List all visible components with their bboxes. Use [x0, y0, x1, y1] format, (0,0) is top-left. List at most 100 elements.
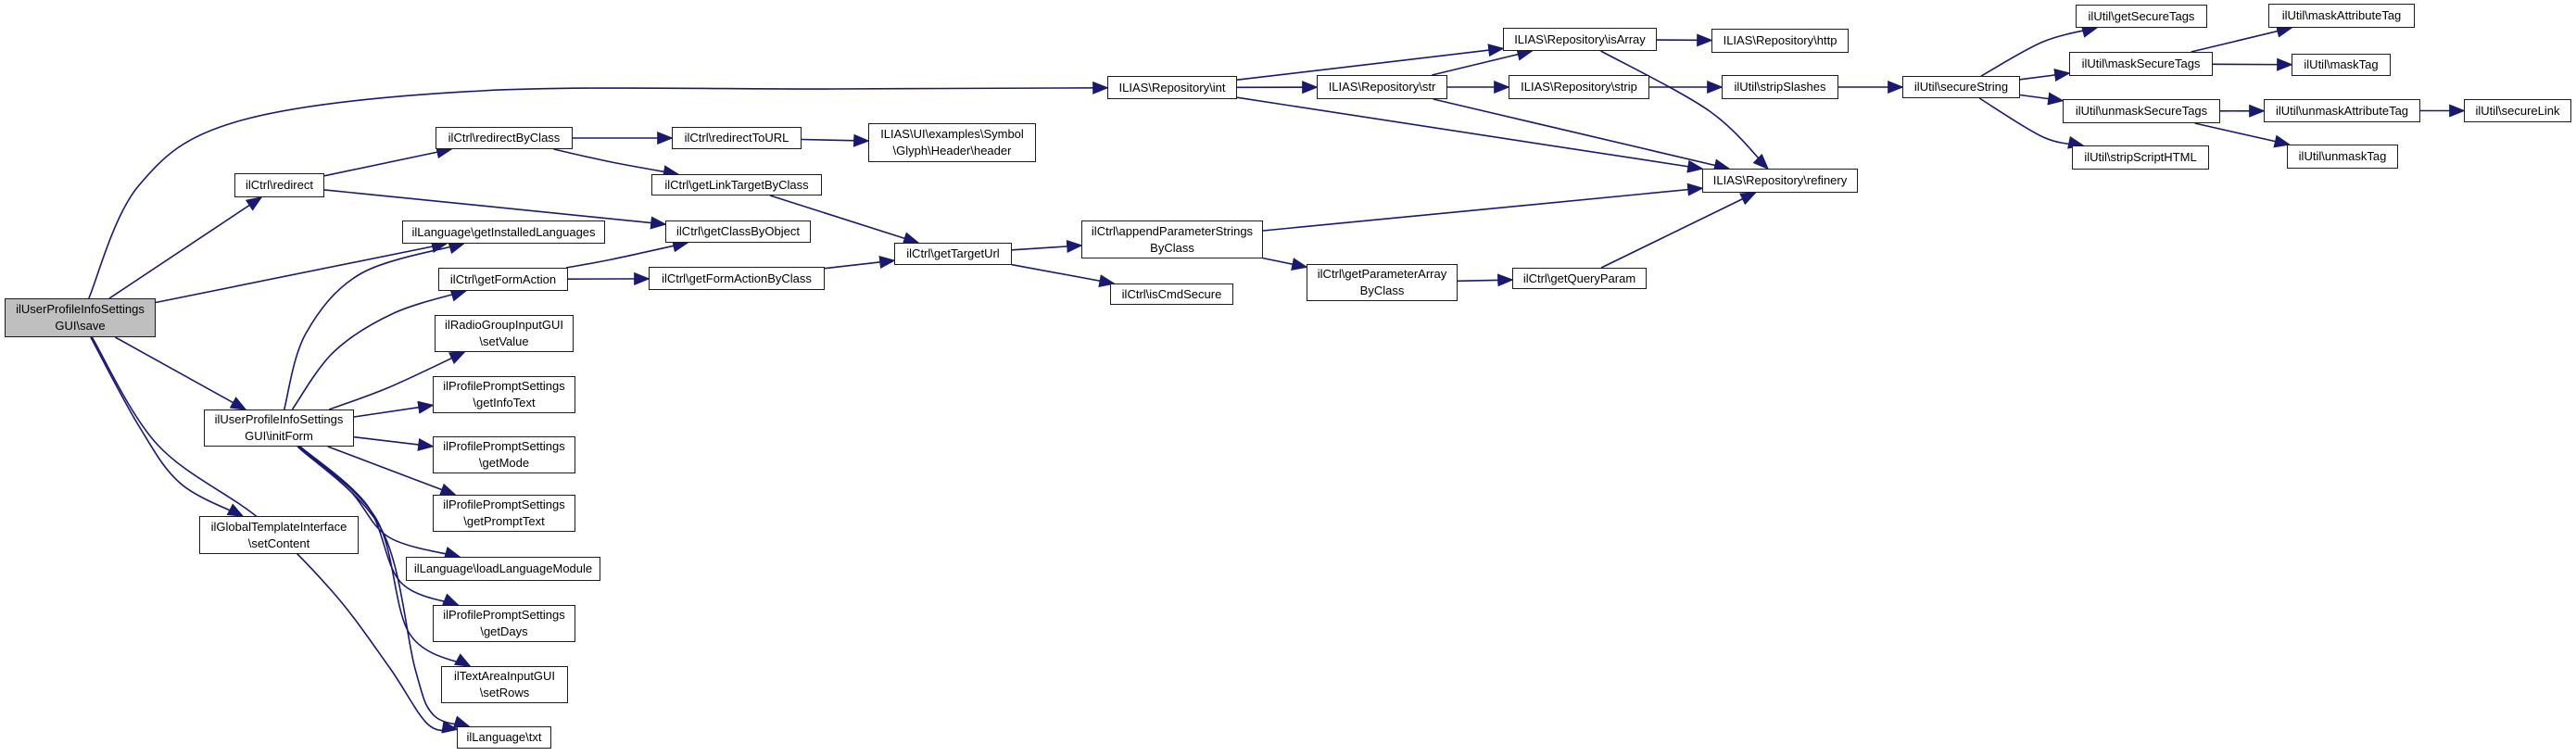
- edge-secureString-to-getSecureTags: [1980, 25, 2099, 77]
- node-maskSecureTags[interactable]: ilUtil\maskSecureTags: [2069, 52, 2213, 76]
- node-setRows[interactable]: ilTextAreaInputGUI\setRows: [441, 666, 568, 703]
- node-label: ilCtrl\getQueryParam: [1522, 271, 1636, 285]
- node-stripScriptHTML[interactable]: ilUtil\stripScriptHTML: [2072, 145, 2209, 170]
- node-getLinkTargetByClass[interactable]: ilCtrl\getLinkTargetByClass: [651, 174, 822, 195]
- node-label: ilCtrl\getParameterArray: [1317, 267, 1447, 281]
- node-getTargetUrl[interactable]: ilCtrl\getTargetUrl: [894, 243, 1012, 265]
- edge-initForm-to-getDays: [299, 446, 460, 606]
- edge-secureString-to-maskSecureTags: [2019, 69, 2071, 82]
- node-label: ilCtrl\redirectByClass: [448, 131, 561, 145]
- node-getFormActionByClass[interactable]: ilCtrl\getFormActionByClass: [649, 267, 825, 290]
- node-loadLanguageModule[interactable]: ilLanguage\loadLanguageModule: [406, 557, 600, 581]
- node-setValue[interactable]: ilRadioGroupInputGUI\setValue: [435, 315, 574, 352]
- node-getPromptText[interactable]: ilProfilePromptSettings\getPromptText: [433, 495, 575, 532]
- edge-initForm-to-setRows: [297, 446, 472, 667]
- node-int[interactable]: ILIAS\Repository\int: [1107, 76, 1237, 99]
- edge-save-to-txt: [91, 336, 459, 734]
- node-label: ilCtrl\getClassByObject: [676, 224, 800, 238]
- edge-getParameterArrayByClass-to-getQueryParam: [1457, 273, 1514, 287]
- node-label: ByClass: [1150, 240, 1194, 255]
- node-getFormAction[interactable]: ilCtrl\getFormAction: [438, 268, 568, 291]
- node-label: ilRadioGroupInputGUI: [445, 318, 563, 332]
- node-getInstalledLanguages[interactable]: ilLanguage\getInstalledLanguages: [402, 220, 605, 244]
- edge-save-to-int: [88, 81, 1109, 299]
- node-unmaskTag[interactable]: ilUtil\unmaskTag: [2287, 145, 2398, 169]
- node-stripSlashes[interactable]: ilUtil\stripSlashes: [1722, 75, 1838, 99]
- node-redirectToURL[interactable]: ilCtrl\redirectToURL: [672, 127, 802, 149]
- edge-redirectByClass-to-getLinkTargetByClass: [553, 148, 680, 179]
- edge-appendParameterStringsByClass-to-refinery: [1262, 183, 1704, 232]
- node-http[interactable]: ILIAS\Repository\http: [1711, 29, 1849, 53]
- edge-initForm-to-txt: [297, 446, 471, 728]
- node-label: ilUtil\unmaskAttributeTag: [2275, 103, 2409, 118]
- node-refinery[interactable]: ILIAS\Repository\refinery: [1702, 169, 1858, 193]
- node-label: ilProfilePromptSettings: [443, 608, 565, 622]
- node-str[interactable]: ILIAS\Repository\str: [1317, 75, 1447, 99]
- node-maskAttributeTag[interactable]: ilUtil\maskAttributeTag: [2268, 4, 2415, 28]
- node-label: ilCtrl\getLinkTargetByClass: [664, 177, 809, 192]
- node-label: GUI\save: [55, 319, 106, 333]
- edge-secureString-to-stripScriptHTML: [1978, 97, 2085, 149]
- node-label: ilCtrl\getTargetUrl: [906, 246, 1000, 260]
- node-isArray[interactable]: ILIAS\Repository\isArray: [1503, 28, 1657, 51]
- node-maskTag[interactable]: ilUtil\maskTag: [2292, 54, 2391, 76]
- node-label: ILIAS\Repository\http: [1723, 33, 1837, 47]
- node-header[interactable]: ILIAS\UI\examples\Symbol \Glyph\Header\he…: [868, 123, 1036, 162]
- edge-maskSecureTags-to-maskAttributeTag: [2191, 24, 2293, 53]
- node-getClassByObject[interactable]: ilCtrl\getClassByObject: [665, 220, 811, 243]
- node-label: ByClass: [1359, 284, 1405, 297]
- node-label: ilCtrl\redirectToURL: [684, 131, 789, 145]
- node-label: ILIAS\Repository\int: [1118, 80, 1226, 94]
- node-label: ilProfilePromptSettings: [443, 379, 565, 393]
- node-label: \setContent: [247, 536, 310, 550]
- edge-getTargetUrl-to-isCmdSecure: [1011, 263, 1116, 288]
- node-label: \getInfoText: [473, 396, 536, 410]
- node-secureLink[interactable]: ilUtil\secureLink: [2464, 99, 2571, 122]
- node-label: ilUtil\secureLink: [2475, 103, 2560, 118]
- edge-initForm-to-getMode: [353, 435, 435, 451]
- node-getDays[interactable]: ilProfilePromptSettings\getDays: [433, 605, 575, 642]
- node-label: ilUtil\stripSlashes: [1734, 80, 1826, 94]
- node-redirectByClass[interactable]: ilCtrl\redirectByClass: [436, 127, 573, 149]
- edge-initForm-to-getInfoText: [353, 400, 435, 418]
- edge-redirect-to-redirectByClass: [323, 145, 453, 177]
- node-getMode[interactable]: ilProfilePromptSettings\getMode: [433, 436, 575, 473]
- edge-unmaskSecureTags-to-unmaskTag: [2194, 122, 2292, 148]
- node-getSecureTags[interactable]: ilUtil\getSecureTags: [2076, 5, 2207, 28]
- node-redirect[interactable]: ilCtrl\redirect: [234, 173, 324, 197]
- node-secureString[interactable]: ilUtil\secureString: [1902, 76, 2020, 98]
- node-label: ilUtil\unmaskTag: [2298, 149, 2387, 163]
- node-label: ilLanguage\loadLanguageModule: [413, 561, 593, 575]
- node-label: ILIAS\Repository\strip: [1521, 80, 1637, 94]
- node-unmaskAttributeTag[interactable]: ilUtil\unmaskAttributeTag: [2264, 99, 2420, 122]
- node-txt[interactable]: ilLanguage\txt: [457, 726, 551, 749]
- node-label: ILIAS\Repository\str: [1328, 80, 1436, 94]
- edge-redirect-to-getClassByObject: [323, 189, 667, 230]
- node-isCmdSecure[interactable]: ilCtrl\isCmdSecure: [1110, 284, 1233, 305]
- edge-save-to-redirect: [108, 196, 263, 299]
- node-setContent[interactable]: ilGlobalTemplateInterface \setContent: [199, 516, 359, 554]
- node-label: \Glyph\Header\header: [892, 144, 1012, 158]
- node-strip[interactable]: ILIAS\Repository\strip: [1509, 75, 1649, 99]
- node-label: ILIAS\Repository\isArray: [1514, 32, 1646, 46]
- node-getQueryParam[interactable]: ilCtrl\getQueryParam: [1512, 268, 1647, 289]
- node-label: ilProfilePromptSettings: [443, 498, 565, 511]
- edge-isArray-to-refinery: [1600, 50, 1770, 170]
- node-label: ilGlobalTemplateInterface: [210, 519, 347, 534]
- node-label: ilUtil\maskTag: [2304, 57, 2379, 71]
- node-label: ILIAS\UI\examples\Symbol: [880, 127, 1024, 141]
- edge-int-to-isArray: [1236, 44, 1505, 82]
- edge-getTargetUrl-to-appendParameterStringsByClass: [1011, 239, 1083, 253]
- edge-initForm-to-setValue: [328, 351, 466, 410]
- node-unmaskSecureTags[interactable]: ilUtil\unmaskSecureTags: [2063, 99, 2220, 123]
- node-label: \setRows: [479, 686, 530, 699]
- node-getInfoText[interactable]: ilProfilePromptSettings \getInfoText: [433, 376, 575, 413]
- node-label: ilLanguage\txt: [466, 730, 542, 744]
- node-label: ilCtrl\getFormAction: [449, 271, 557, 286]
- node-label: ilLanguage\getInstalledLanguages: [411, 224, 596, 239]
